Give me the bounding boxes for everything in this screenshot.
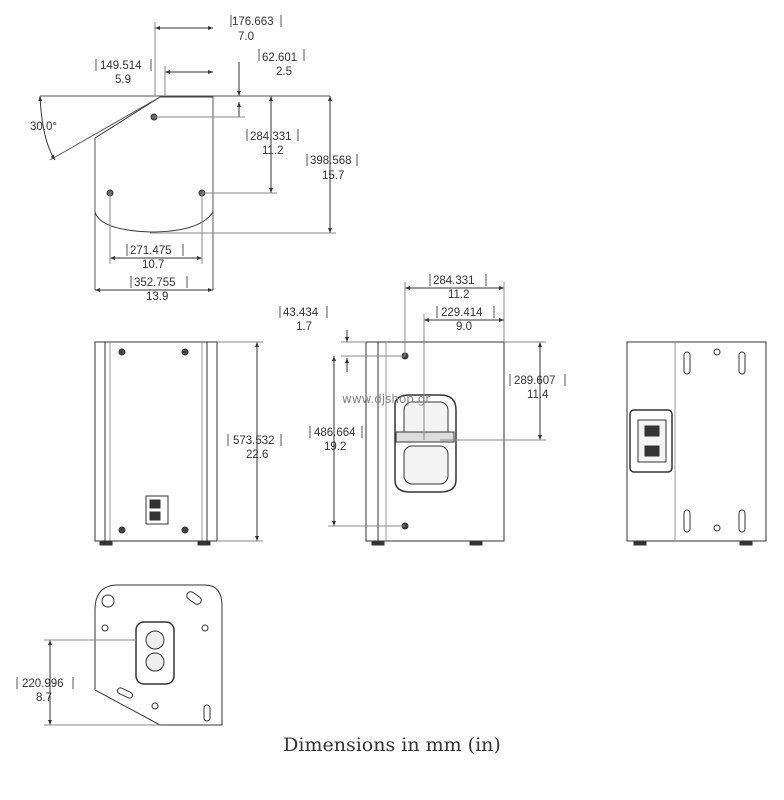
dim-mm: 573.532 bbox=[233, 435, 275, 447]
bottom-view-outline bbox=[94, 584, 223, 726]
front-view bbox=[94, 341, 263, 546]
side-view-labels: 284.331 11.2 43.434 1.7 229.414 9.0 289.… bbox=[279, 274, 566, 453]
top-view-outline bbox=[94, 96, 214, 233]
rear-view bbox=[626, 341, 767, 546]
side-cabinet bbox=[365, 341, 505, 542]
dim-in: 15.7 bbox=[322, 170, 344, 182]
caption: Dimensions in mm (in) bbox=[283, 734, 501, 756]
dim-in: 1.7 bbox=[296, 321, 312, 333]
dim-mm: 486.664 bbox=[314, 427, 356, 439]
dim-mm: 284.331 bbox=[250, 131, 292, 143]
brackets bbox=[95, 15, 358, 288]
dim-in: 13.9 bbox=[146, 291, 168, 303]
dim-mm: 289.607 bbox=[514, 375, 556, 387]
dim-mm: 149.514 bbox=[100, 60, 142, 72]
dim-in: 7.0 bbox=[238, 31, 254, 43]
front-view-labels: 573.532 22.6 bbox=[227, 434, 282, 461]
dim-mm: 398.568 bbox=[310, 155, 352, 167]
dim-in: 2.5 bbox=[276, 66, 292, 78]
top-view bbox=[38, 22, 336, 292]
dim-mm: 62.601 bbox=[262, 52, 297, 64]
angle-arc bbox=[38, 95, 56, 161]
dim-in: 11.2 bbox=[262, 145, 284, 157]
dim-mm: 229.414 bbox=[441, 307, 483, 319]
driver-grille bbox=[394, 394, 457, 493]
dim-in: 11.4 bbox=[527, 389, 549, 401]
dim-mm: 43.434 bbox=[283, 307, 319, 319]
bottom-view-labels: 220.996 8.7 bbox=[16, 677, 74, 704]
dim-in: 19.2 bbox=[324, 441, 346, 453]
dim-mm: 284.331 bbox=[433, 275, 475, 287]
top-view-labels: 30.0° 176.663 7.0 149.514 5.9 62.601 2.5… bbox=[30, 16, 352, 303]
front-cabinet bbox=[94, 341, 218, 542]
dim-mm: 220.996 bbox=[22, 678, 64, 690]
dim-in: 22.6 bbox=[246, 449, 268, 461]
dim-mm: 176.663 bbox=[232, 16, 274, 28]
dim-mm: 352.755 bbox=[134, 277, 176, 289]
dim-in: 5.9 bbox=[115, 74, 131, 86]
watermark: www.djshop.gr bbox=[342, 392, 430, 406]
side-view bbox=[328, 282, 546, 546]
bottom-view bbox=[44, 584, 223, 726]
dim-in: 10.7 bbox=[142, 259, 164, 271]
dim-in: 9.0 bbox=[456, 321, 472, 333]
dim-in: 8.7 bbox=[36, 692, 52, 704]
dim-in: 11.2 bbox=[448, 289, 470, 301]
rear-cabinet bbox=[626, 341, 767, 542]
angle-label: 30.0° bbox=[30, 121, 57, 133]
dim-mm: 271.475 bbox=[130, 245, 172, 257]
